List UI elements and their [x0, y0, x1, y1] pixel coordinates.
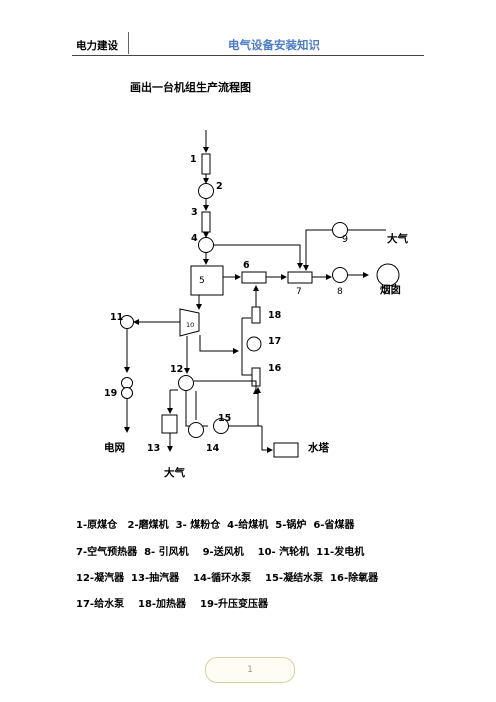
induced-draft-fan: [332, 267, 348, 283]
label-15: 15: [218, 413, 231, 424]
label-5: 5: [199, 276, 205, 286]
raw-coal-bunker: [201, 153, 211, 175]
legend-line-4: 17-给水泵 18-加热器 19-升压变压器: [76, 599, 269, 610]
economizer: [241, 271, 267, 284]
circulating-water-pump: [188, 422, 204, 438]
header-left-title: 电力建设: [76, 40, 118, 52]
legend-line-3: 12-凝汽器 13-抽汽器 14-循环水泵 15-凝结水泵 16-除氧器: [76, 573, 379, 584]
label-7: 7: [296, 287, 302, 297]
air-preheater: [287, 271, 313, 284]
condensate-pump: [213, 418, 229, 434]
label-atmosphere-top: 大气: [387, 232, 408, 245]
condenser: [178, 375, 194, 391]
page-title: 画出一台机组生产流程图: [130, 81, 251, 94]
boiler: [190, 265, 224, 296]
coal-mill: [198, 183, 214, 199]
label-10: 10: [186, 321, 194, 329]
pulverized-coal-bin: [201, 211, 211, 233]
legend-line-2: 7-空气预热器 8- 引风机 9-送风机 10- 汽轮机 11-发电机: [76, 547, 365, 558]
label-6: 6: [243, 260, 250, 271]
cooling-tower: [273, 442, 299, 458]
coal-feeder: [198, 237, 214, 253]
label-13: 13: [147, 443, 160, 454]
label-17: 17: [268, 336, 281, 347]
feed-water-pump: [246, 336, 262, 352]
label-14: 14: [206, 443, 220, 454]
label-1: 1: [190, 154, 197, 165]
label-19: 19: [104, 388, 117, 399]
heater: [251, 306, 261, 324]
label-18: 18: [268, 310, 282, 321]
generator: [120, 315, 134, 329]
label-12: 12: [170, 364, 183, 375]
label-4: 4: [191, 233, 198, 244]
label-atmosphere-bottom: 大气: [164, 466, 185, 479]
label-chimney: 烟囱: [380, 283, 401, 296]
label-11: 11: [110, 312, 123, 323]
chimney: [376, 263, 400, 287]
page-number: 1: [205, 657, 295, 683]
label-9: 9: [342, 234, 348, 245]
label-power-grid: 电网: [104, 441, 125, 454]
forced-draft-fan: [332, 222, 348, 238]
legend-line-1: 1-原煤仓 2-磨煤机 3- 煤粉仓 4-给煤机 5-锅炉 6-省煤器: [76, 520, 355, 531]
step-up-transformer: [121, 377, 133, 389]
label-2: 2: [216, 181, 223, 192]
label-3: 3: [191, 207, 198, 218]
header-rule: [72, 55, 424, 56]
air-ejector: [161, 414, 178, 434]
steam-turbine: [179, 308, 200, 337]
label-8: 8: [337, 287, 343, 297]
label-cooling-tower: 水塔: [307, 441, 329, 454]
header-center-title: 电气设备安装知识: [228, 38, 320, 52]
header-separator: [128, 32, 129, 54]
label-16: 16: [268, 363, 282, 374]
